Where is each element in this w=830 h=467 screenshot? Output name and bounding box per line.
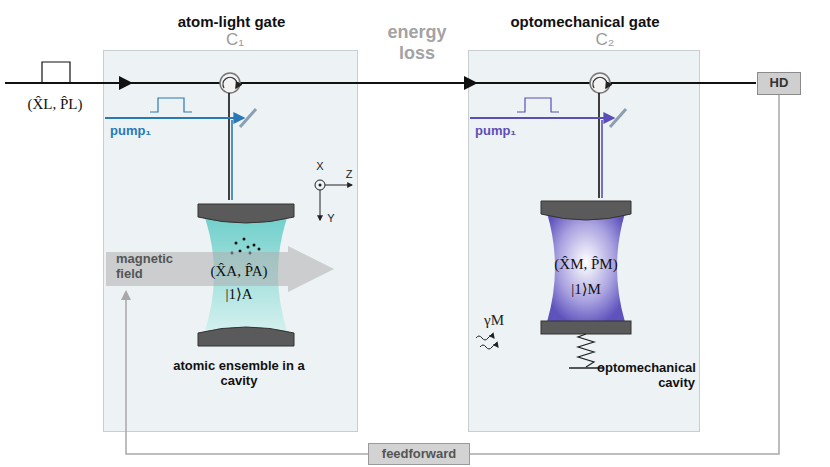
circulator-label: C₁ bbox=[215, 30, 255, 50]
pump-label: pump₁ bbox=[110, 124, 180, 139]
detector-box: HD bbox=[757, 72, 801, 95]
gate-panel: optomechanical gate(X̂M, P̂M)|1⟩Moptomec… bbox=[468, 50, 700, 432]
node-text: atom-light gate bbox=[104, 13, 359, 30]
feedforward-box: feedforward bbox=[368, 443, 470, 465]
node-text: |1⟩M bbox=[519, 281, 653, 298]
node-text: magnetic field bbox=[116, 252, 180, 282]
node-text: HD bbox=[758, 73, 800, 94]
axis-label: Y bbox=[324, 212, 338, 225]
node-text: optomechanical cavity bbox=[597, 361, 695, 391]
cavM-drawing bbox=[519, 201, 697, 431]
gate-panel: atom-light gate(X̂A, P̂A)|1⟩Aatomic ense… bbox=[103, 50, 358, 432]
node-text: optomechanical gate bbox=[469, 13, 701, 30]
node-text: feedforward bbox=[369, 444, 469, 464]
node-text: (X̂M, P̂M) bbox=[519, 256, 653, 273]
pump-label: pump₁ bbox=[475, 124, 545, 139]
node-text: |1⟩A bbox=[164, 286, 314, 303]
axis-label: Z bbox=[342, 168, 356, 181]
node-text: atomic ensemble in a cavity bbox=[164, 359, 314, 389]
cavA-drawing bbox=[164, 201, 314, 431]
feedback-connector bbox=[470, 95, 779, 454]
circulator-label: C₂ bbox=[585, 30, 625, 50]
optomechanical-cavity: (X̂M, P̂M) |1⟩M optomechanical cavity bbox=[519, 201, 697, 431]
atomic-cavity: (X̂A, P̂A) |1⟩A atomic ensemble in a cavit… bbox=[164, 201, 314, 431]
mode-label: (X̂L, P̂L) bbox=[5, 96, 105, 113]
node-text: (X̂A, P̂A) bbox=[164, 263, 314, 280]
axis-label: X bbox=[313, 160, 327, 173]
damping-label: γM bbox=[484, 312, 518, 329]
feedback-connector bbox=[126, 292, 368, 454]
loss-note: energy loss bbox=[372, 22, 462, 63]
